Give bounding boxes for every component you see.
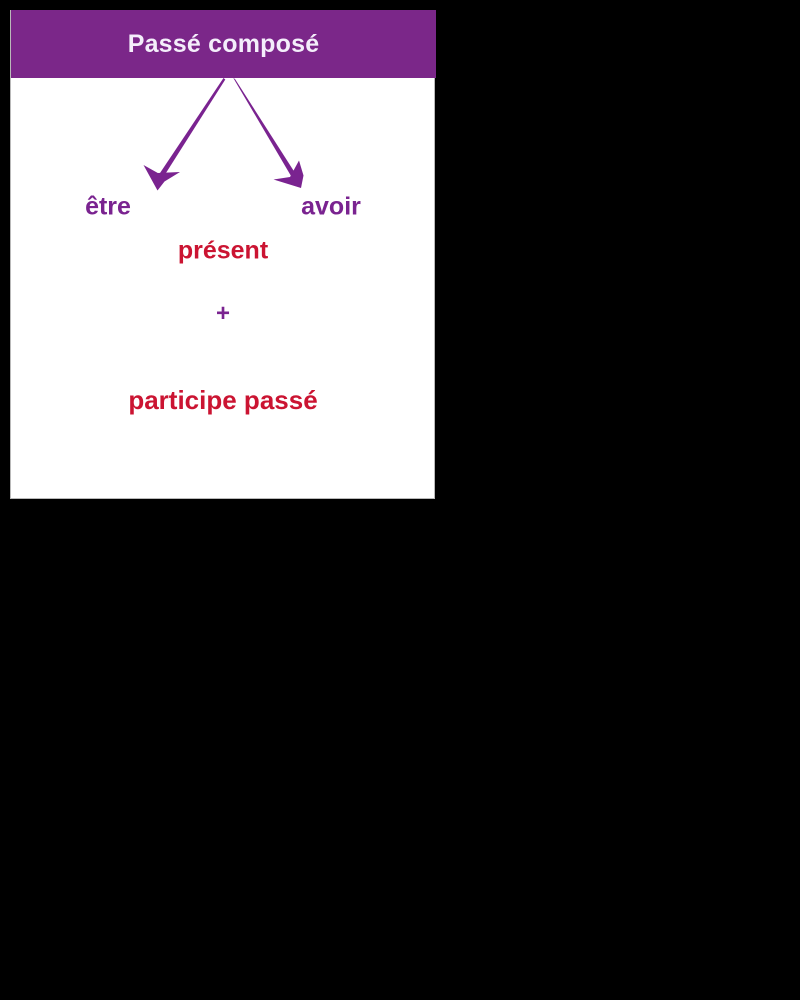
participe-passe-label: participe passé <box>128 385 318 415</box>
branch-arrows-diagram <box>143 78 304 191</box>
plus-operator: + <box>215 300 231 327</box>
arrow-to-avoir-icon <box>233 78 304 188</box>
auxiliary-etre: être <box>85 192 131 221</box>
passe-compose-card: Passé composé être avoir présent + parti… <box>10 10 436 499</box>
auxiliary-avoir: avoir <box>301 192 361 221</box>
arrow-to-etre-icon <box>143 78 226 191</box>
card-body: être avoir présent + participe passé <box>11 78 436 499</box>
tense-present-label: présent <box>177 236 269 265</box>
page-title: Passé composé <box>127 29 320 58</box>
card-header: Passé composé <box>11 10 436 78</box>
